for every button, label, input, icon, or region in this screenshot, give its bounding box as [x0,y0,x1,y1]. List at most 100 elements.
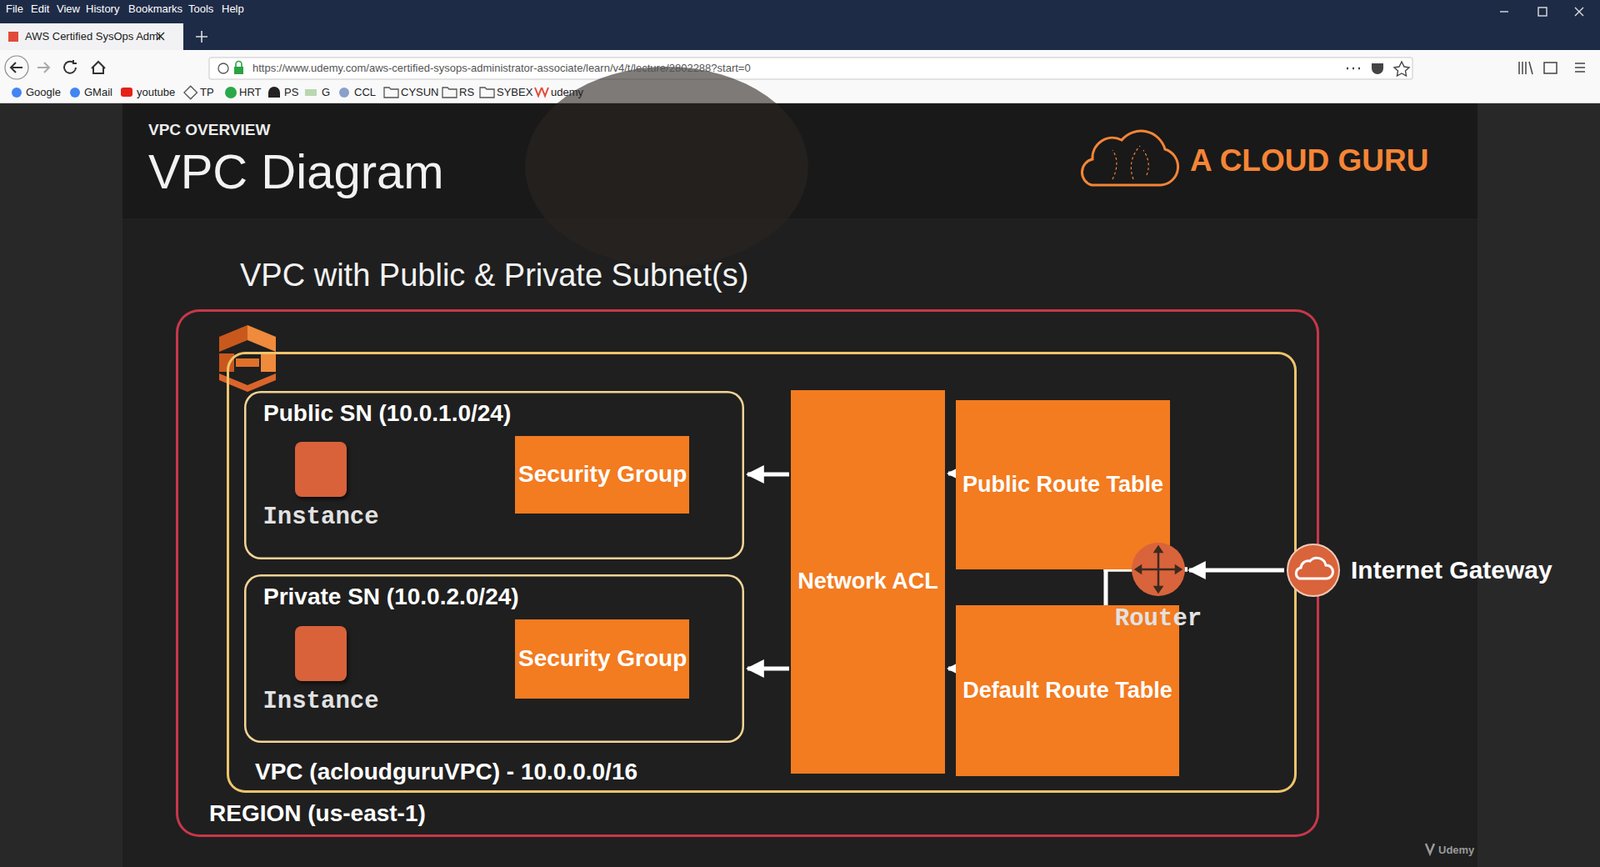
cloud-logo [1081,130,1178,185]
vpc-icon-part [260,353,276,372]
diagram-subtitle-holder: VPC with Public & Private Subnet(s) [240,257,749,294]
bookmark-link: Google [25,85,61,99]
bookmark-link-holder: TP [200,85,215,99]
bookmark-link-holder: Google [25,85,61,99]
forward-arrow [37,62,50,73]
menu-item-holder: Bookmarks [128,2,183,15]
security-group-box: Security Group [515,619,690,699]
folder-icon [480,87,495,98]
diagram-subtitle: VPC with Public & Private Subnet(s) [240,257,749,294]
bookmark-link-holder: RS [459,85,475,99]
library-icon [1519,61,1533,75]
section-kicker: VPC OVERVIEW [148,120,270,140]
brand-name: A CLOUD GURU [1190,143,1429,179]
internet-gateway-label: Internet Gateway [1350,555,1476,585]
instance-label: Instance [262,503,379,531]
security-group-label: Security Group [518,461,686,488]
folder-icon [442,87,457,98]
connector-arrow [747,472,790,477]
folder-icon [384,87,399,98]
bookmark-link-holder: G [321,85,330,99]
menu-item: Help [221,2,245,15]
section-kicker-holder: VPC OVERVIEW [148,120,270,140]
vpc-icon-part [235,358,260,367]
bookmark-link: youtube [136,85,175,99]
bookmark-link-holder: GMail [84,85,113,99]
connector-arrow [747,666,790,671]
vpc-icon-part [219,353,235,372]
network-acl-box: Network ACL [790,390,945,774]
menu-item: View [56,2,80,15]
vpc-icon-part [219,373,276,392]
instance-node: Instance [250,441,392,545]
menu-item: Edit [30,2,50,15]
vpc-icon-part [247,325,276,352]
menu-item-holder: Tools [188,2,214,15]
pocket-icon [1371,63,1384,75]
region-label: REGION (us-east-1) [209,800,1320,827]
back-button [5,55,29,80]
menu-item: History [85,2,120,15]
network-acl-label: Network ACL [797,569,939,595]
back-arrow [10,62,23,73]
url-bar [209,57,1413,80]
bookmark-icon [70,87,80,98]
instance-label: Instance [262,687,379,715]
bookmark-icon [184,85,198,100]
region-frame: REGION (us-east-1)VPC (acloudguruVPC) - … [175,309,1320,837]
lock-shackle [235,61,242,67]
router-arrows [1135,546,1181,592]
watermark-holder: Udemy [1438,843,1475,856]
brand-name-holder: A CLOUD GURU [1190,143,1429,179]
bookmark-link: SYBEX [496,85,533,99]
tab-favicon [8,31,19,42]
bookmark-link: HRT [239,85,261,99]
header-photo [525,66,809,267]
menu-item-holder: Edit [30,2,50,15]
bookmark-link: udemy [550,85,584,99]
gateway-icon [1285,542,1341,598]
bookmark-link: TP [200,85,215,99]
bookmark-link-holder: CCL [354,85,376,99]
tab-title: AWS Certified SysOps Admi [25,30,161,43]
bookmark-link-holder: youtube [136,85,175,99]
bookmark-link-holder: CYSUN [400,85,440,99]
active-tab [0,23,184,50]
connector-arrow [948,666,955,671]
bookmark-icon [120,87,133,97]
lock-icon [234,66,244,75]
router-node: Router [1108,541,1209,637]
bookmark-icon [11,87,22,98]
subnet-box: Public SN (10.0.1.0/24) Instance Security … [244,390,745,560]
menu-item-holder: File [5,2,24,15]
toolbar [0,50,1600,104]
url-text-holder: https://www.udemy.com/aws-certified-syso… [252,61,751,75]
bookmark-link: CYSUN [400,85,440,99]
bookmark-link: CCL [354,85,376,99]
subnet-box: Private SN (10.0.2.0/24) Instance Security… [244,574,745,743]
title-bar [0,0,1600,50]
close-button [1575,7,1584,16]
route-table-label: Public Route Table [962,472,1164,498]
bookmark-link-holder: udemy [550,85,584,99]
router-label: Router [1115,605,1202,633]
url-text: https://www.udemy.com/aws-certified-syso… [252,61,751,75]
security-group-box: Security Group [515,435,690,514]
instance-icon [295,625,347,681]
udemy-mark [1425,843,1435,854]
internet-gateway-node: Internet Gateway [1285,538,1478,602]
gateway-cloud [1295,557,1333,579]
star-icon [1394,61,1410,76]
bookmark-icon [305,89,317,96]
page-actions [1346,67,1360,70]
subnet-label: Private SN (10.0.2.0/24) [263,583,745,610]
route-table-label: Default Route Table [962,678,1173,704]
bookmark-icon [535,87,549,96]
menu-item-holder: History [85,2,120,15]
subnet-label: Public SN (10.0.1.0/24) [263,400,745,427]
reload-icon [64,60,77,74]
menu-item-holder: Help [221,2,245,15]
restore-button [1538,7,1547,16]
